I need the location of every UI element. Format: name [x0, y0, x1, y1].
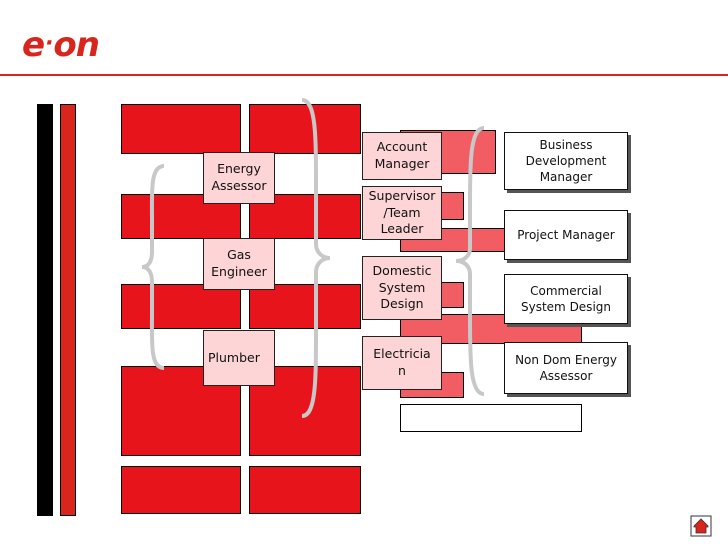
eon-logo: e·on: [22, 25, 100, 65]
role-box-plumber: Plumber: [203, 330, 275, 386]
brick: [249, 466, 361, 514]
role-label: Business Development Manager: [525, 137, 607, 185]
role-box-electrician: Electricia n: [362, 336, 442, 390]
black-vertical-bar: [37, 104, 53, 516]
role-box-energy-assessor: Energy Assessor: [203, 152, 275, 204]
brick: [400, 404, 582, 432]
role-label: Plumber: [208, 349, 260, 365]
brick: [121, 466, 241, 514]
role-label: Account Manager: [374, 139, 430, 171]
brick: [249, 104, 361, 154]
left-brace: [141, 164, 165, 370]
role-box-gas-engineer: Gas Engineer: [203, 238, 275, 290]
role-box-project-manager: Project Manager: [504, 210, 628, 260]
brick: [121, 104, 241, 154]
role-label: Project Manager: [517, 227, 615, 242]
role-label: Commercial System Design: [521, 283, 611, 314]
role-box-commercial-system-design: Commercial System Design: [504, 274, 628, 324]
role-label: Energy Assessor: [211, 161, 267, 193]
role-label: Domestic System Design: [372, 262, 432, 312]
role-box-supervisor-team-leader: Supervisor /Team Leader: [362, 186, 442, 240]
role-box-business-development-manager: Business Development Manager: [504, 132, 628, 190]
role-label: Electricia n: [373, 346, 431, 378]
home-nav-icon[interactable]: [690, 515, 712, 537]
role-label: Non Dom Energy Assessor: [515, 352, 617, 383]
role-label: Supervisor /Team Leader: [368, 187, 436, 237]
right-left-brace: [455, 126, 485, 396]
role-box-non-dom-energy-assessor: Non Dom Energy Assessor: [504, 342, 628, 394]
role-box-domestic-system-design: Domestic System Design: [362, 256, 442, 320]
middle-right-brace: [301, 98, 331, 418]
brick: [121, 284, 241, 329]
brick: [249, 284, 361, 329]
header-rule: [0, 74, 728, 76]
role-box-account-manager: Account Manager: [362, 132, 442, 180]
role-label: Gas Engineer: [211, 247, 267, 279]
red-vertical-bar: [60, 104, 76, 516]
